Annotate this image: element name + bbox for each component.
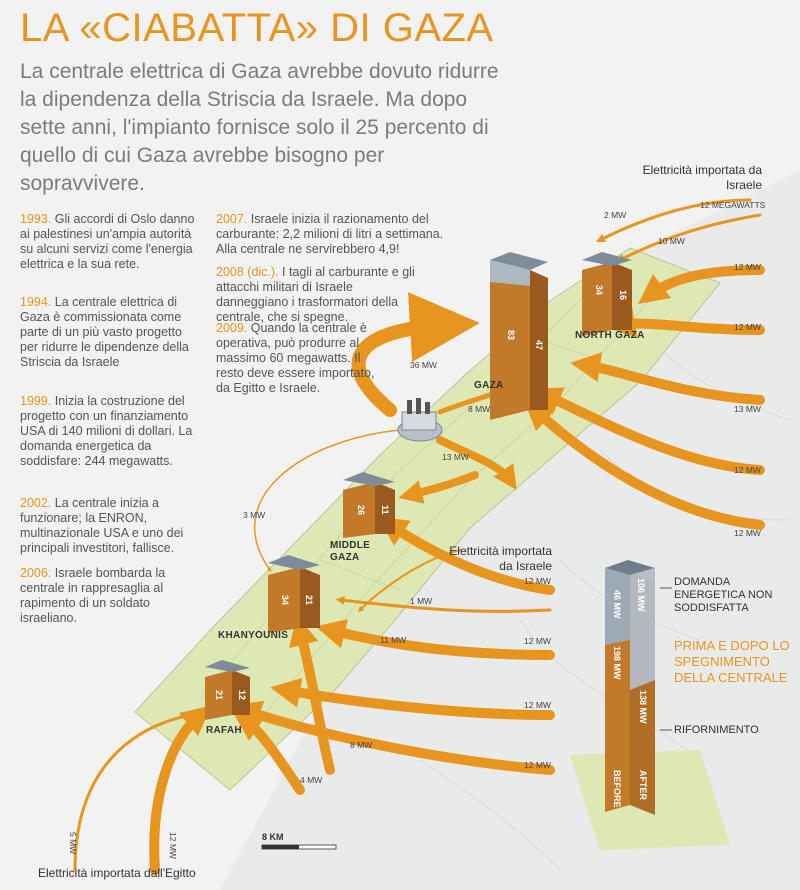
middle-gaza-before-value: 26 xyxy=(356,505,366,515)
bar-rafah xyxy=(205,660,250,720)
legend-unmet-after: 106 MW xyxy=(636,578,646,612)
power-plant-flows xyxy=(254,292,522,613)
flow-label: 13 MW xyxy=(734,404,761,414)
israel-import-arrows-north xyxy=(523,198,765,530)
flow-label: 4 MW xyxy=(300,775,323,785)
legend-bar-values: 46 MW 106 MW 198 MW 138 MW BEFORE AFTER xyxy=(612,578,648,808)
flow-label: 3 MW xyxy=(243,510,266,520)
legend-leaders xyxy=(660,587,672,731)
israel-import-arrows-south xyxy=(230,516,555,795)
flow-label: 1 MW xyxy=(410,596,433,606)
legend-unmet-label: DOMANDA ENERGETICA NON SODDISFATTA xyxy=(674,576,773,614)
flow-label: 12 MW xyxy=(524,576,551,586)
flow-label: 12 MW xyxy=(524,700,551,710)
flow-label: 12 MW xyxy=(734,262,761,272)
gaza-after-value: 47 xyxy=(534,340,544,350)
flow-label: 12 MW xyxy=(734,465,761,475)
north-gaza-after-value: 16 xyxy=(618,290,628,300)
region-label-khanyounis: KHANYOUNIS xyxy=(218,630,289,641)
timeline-item: 2002. La centrale inizia a funzionare; l… xyxy=(20,496,184,555)
north-gaza-before-value: 34 xyxy=(594,285,604,295)
legend-title: PRIMA E DOPO LO SPEGNIMENTO DELLA CENTRA… xyxy=(674,638,790,685)
gaza-before-value: 83 xyxy=(506,330,516,340)
legend-supply-before: 198 MW xyxy=(612,646,622,680)
khanyounis-before-value: 34 xyxy=(280,595,290,605)
legend-unmet-before: 46 MW xyxy=(612,590,622,619)
rafah-before-value: 21 xyxy=(214,690,224,700)
legend-after-label: AFTER xyxy=(638,770,648,800)
bar-value-labels: 83 47 34 16 26 11 34 21 21 12 xyxy=(214,285,628,700)
legend-supply-label: RIFORNIMENTO xyxy=(674,724,759,736)
flow-label: 12 MW xyxy=(524,760,551,770)
flow-label: 11 MW xyxy=(380,635,407,645)
gaza-strip xyxy=(134,247,721,791)
bar-middle-gaza xyxy=(343,472,395,538)
region-label-middle-gaza: MIDDLE GAZA xyxy=(330,540,371,563)
timeline-item: 2007. Israele inizia il razionamento del… xyxy=(216,212,444,256)
timeline-item: 2008 (dic.). I tagli al carburante e gli… xyxy=(216,265,415,324)
bar-khanyounis xyxy=(268,555,320,633)
flow-label: 12 MW xyxy=(168,832,178,859)
flow-label: 5 MW xyxy=(68,832,78,855)
legend-supply-after: 138 MW xyxy=(638,690,648,724)
flow-label: 10 MW xyxy=(658,236,685,246)
khanyounis-after-value: 21 xyxy=(304,595,314,605)
bar-gaza xyxy=(490,252,548,420)
region-label-rafah: RAFAH xyxy=(206,725,242,736)
scale-label: 8 KM xyxy=(262,832,284,842)
import-caption-israel-mid: Elettricità importata da Israele xyxy=(449,544,552,573)
middle-gaza-after-value: 11 xyxy=(380,505,390,515)
region-label-north-gaza: NORTH GAZA xyxy=(575,330,645,341)
flow-label: 12 MW xyxy=(524,636,551,646)
import-caption-egypt: Elettricità importata dall'Egitto xyxy=(38,866,196,880)
timeline-item: 2009. Quando la centrale è operativa, pu… xyxy=(216,321,375,395)
flow-label: 36 MW xyxy=(410,360,437,370)
flow-label: 8 MW xyxy=(468,404,491,414)
timeline-item: 1993. Gli accordi di Oslo danno ai pales… xyxy=(20,212,195,271)
timeline-item: 1994. La centrale elettrica di Gaza è co… xyxy=(20,295,189,369)
flow-label: 12 MW xyxy=(734,528,761,538)
page-subtitle: La centrale elettrica di Gaza avrebbe do… xyxy=(20,60,499,195)
flow-label: 12 MW xyxy=(734,322,761,332)
flow-label: 2 MW xyxy=(604,210,627,220)
rafah-after-value: 12 xyxy=(237,690,247,700)
power-plant-icon xyxy=(397,398,443,442)
timeline-item: 2006. Israele bombarda la centrale in ra… xyxy=(20,566,166,625)
flow-label: 12 MEGAWATTS xyxy=(700,200,766,210)
import-caption-israel-top: Elettricità importata da Israele xyxy=(642,163,762,192)
scale-bar xyxy=(261,844,337,850)
region-label-gaza: GAZA xyxy=(474,380,504,391)
legend-bar xyxy=(570,560,730,850)
bar-north-gaza xyxy=(582,252,632,336)
egypt-import-arrows xyxy=(73,705,212,875)
page-title: LA «CIABATTA» DI GAZA xyxy=(20,6,494,50)
legend-before-label: BEFORE xyxy=(612,770,622,808)
timeline-item: 1999. Inizia la costruzione del progetto… xyxy=(20,394,193,468)
flow-label: 8 MW xyxy=(350,740,373,750)
flow-label: 13 MW xyxy=(442,452,469,462)
